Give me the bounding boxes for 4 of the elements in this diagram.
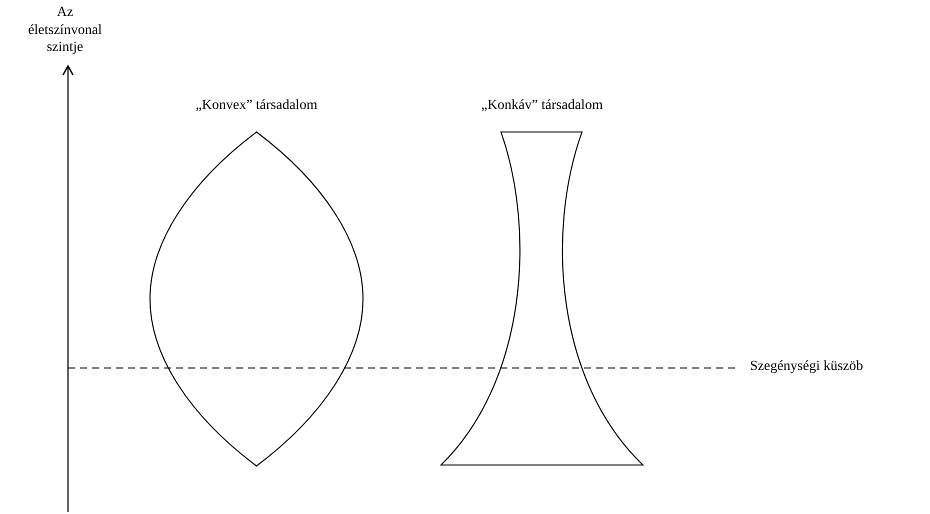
axis-label: Az életszínvonal szintje <box>28 5 102 55</box>
shape-title: „Konkáv” társadalom <box>481 98 603 113</box>
shape-title: „Konvex” társadalom <box>196 98 318 113</box>
threshold-label: Szegénységi küszöb <box>750 359 864 374</box>
